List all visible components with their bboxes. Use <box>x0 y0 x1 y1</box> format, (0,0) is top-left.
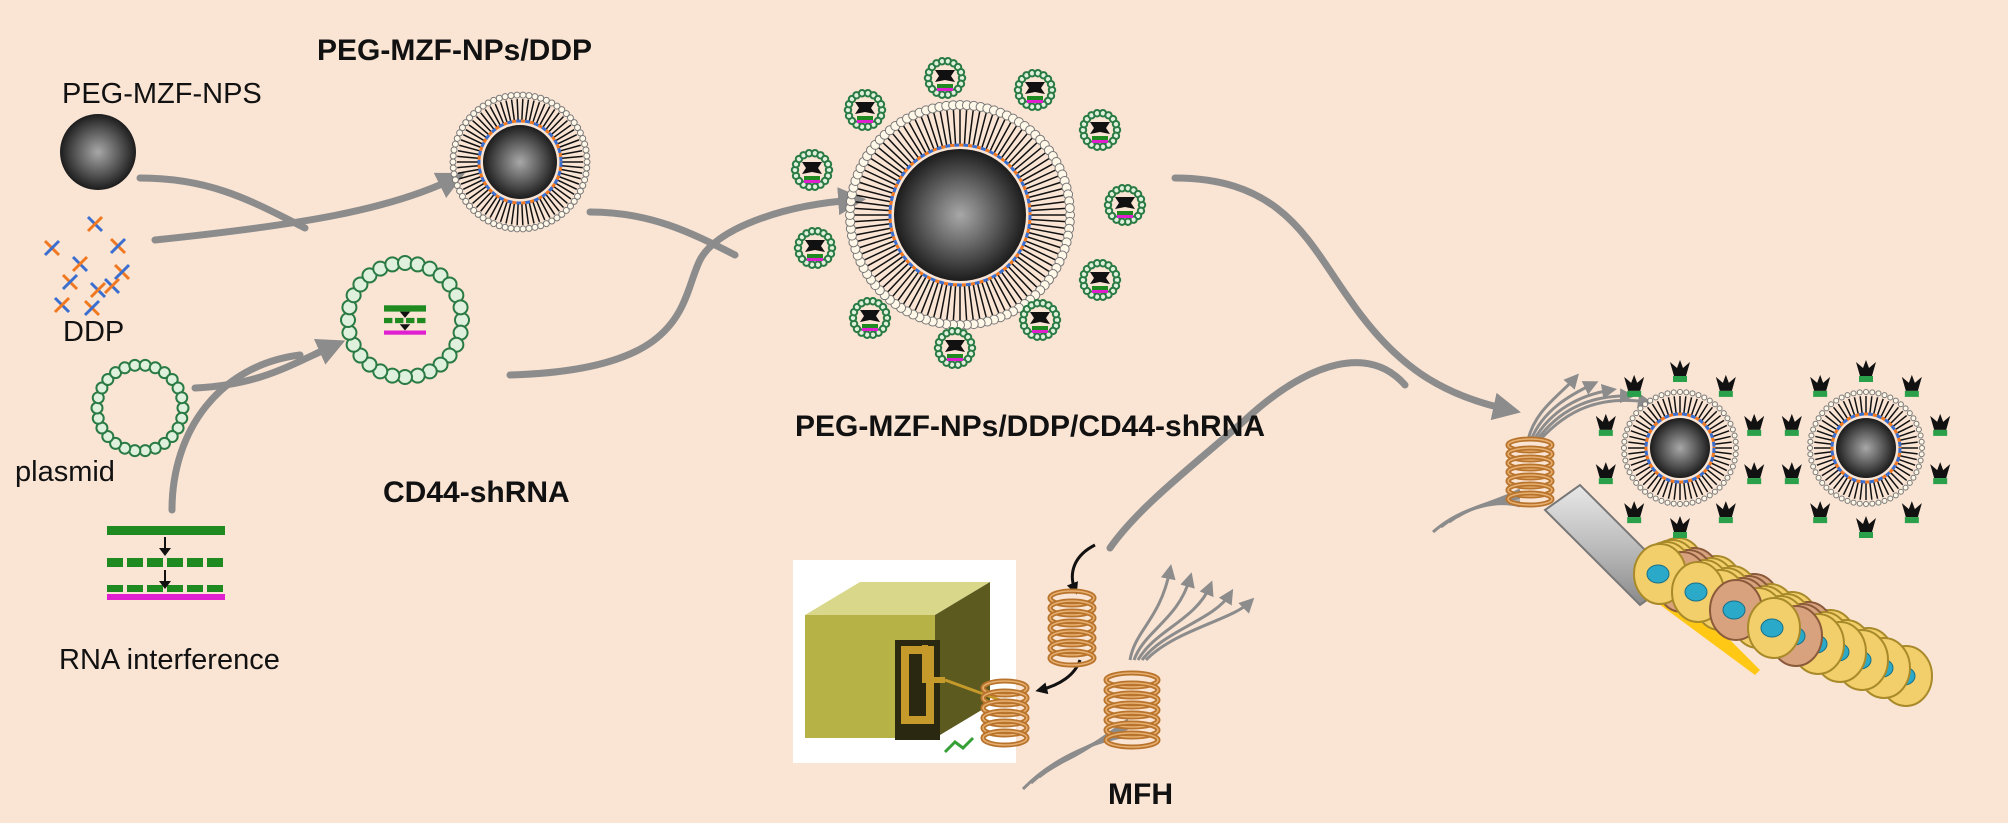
label-cd44-shrna: CD44-shRNA <box>383 476 570 509</box>
rnai-schematic <box>107 526 225 600</box>
amf-generator <box>793 560 1030 763</box>
arrow-mfh-to-tumor <box>1106 359 1409 552</box>
arrow-shrna-to-final <box>506 187 867 379</box>
targeted-complex-2 <box>1781 360 1951 538</box>
label-rna-interference: RNA interference <box>59 644 280 676</box>
final-complex <box>790 57 1147 369</box>
targeted-complex-1 <box>1595 360 1765 538</box>
label-peg-mzf-nps: PEG-MZF-NPS <box>62 78 262 110</box>
bare-nanoparticle <box>60 114 136 190</box>
arrow-rnai-merge <box>168 351 304 514</box>
probe-field-coil <box>1432 373 1653 534</box>
cd44-shrna-plasmid <box>340 255 470 385</box>
tumor-tissue <box>1633 537 1933 707</box>
arrow-plasmid-to-shrna <box>191 339 346 392</box>
label-ddp: DDP <box>63 316 125 348</box>
label-mfh: MFH <box>1108 778 1173 811</box>
plasmid-ring <box>90 358 190 458</box>
arrow-complex-merge <box>586 208 739 259</box>
arrow-ddp-to-complex <box>151 172 466 244</box>
arrow-final-to-tumor <box>1171 174 1521 421</box>
label-final-complex: PEG-MZF-NPs/DDP/CD44-shRNA <box>795 410 1266 443</box>
label-plasmid: plasmid <box>15 456 115 488</box>
mfh-coil-center <box>1035 543 1097 695</box>
peg-mzf-nps-ddp-complex <box>449 91 591 233</box>
arrow-nps-merge <box>136 174 309 232</box>
ddp-molecules <box>43 215 131 317</box>
process-arrows <box>136 172 1521 552</box>
label-peg-mzf-nps-ddp: PEG-MZF-NPs/DDP <box>317 34 593 67</box>
mfh-field-coil <box>1021 564 1255 791</box>
